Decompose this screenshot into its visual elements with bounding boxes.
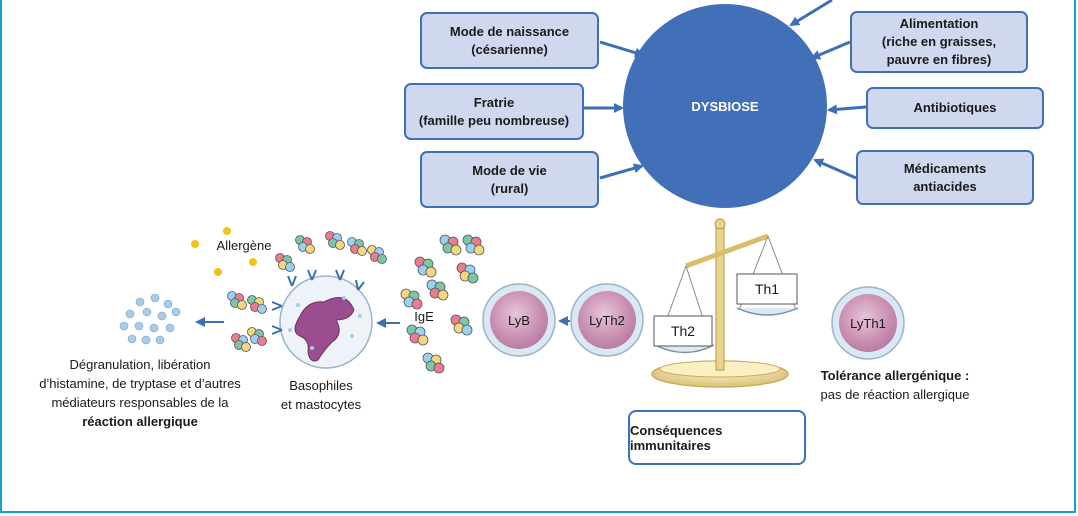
degranulation-line4: réaction allergique xyxy=(82,414,198,429)
lyb-label: LyB xyxy=(508,313,530,328)
factor-line1: Antibiotiques xyxy=(913,100,997,115)
lyth1-label: LyTh1 xyxy=(850,316,886,331)
degranulation-line3: médiateurs responsables de la xyxy=(51,395,229,410)
factor-fratrie: Fratrie (famille peu nombreuse) xyxy=(404,83,584,140)
factor-alimentation: Alimentation (riche en graisses, pauvre … xyxy=(850,11,1028,73)
lyth2-label: LyTh2 xyxy=(589,313,625,328)
basophiles-label: Basophiles et mastocytes xyxy=(256,376,386,414)
basophil-cell xyxy=(279,275,373,369)
factor-line2: (famille peu nombreuse) xyxy=(418,112,570,128)
arrow-naissance xyxy=(599,40,645,58)
factor-line1: Mode de naissance xyxy=(449,23,570,39)
factor-mode-de-vie: Mode de vie (rural) xyxy=(420,151,599,208)
th1-label: Th1 xyxy=(755,281,779,297)
factor-mode-de-naissance: Mode de naissance (césarienne) xyxy=(420,12,599,69)
basophiles-line1: Basophiles xyxy=(289,378,353,393)
th2-label: Th2 xyxy=(671,323,695,339)
factor-line1: Fratrie xyxy=(473,94,515,110)
factor-line2: antiacides xyxy=(913,178,977,194)
factor-line1: Mode de vie xyxy=(472,162,547,178)
degranulation-text: Dégranulation, libération d’histamine, d… xyxy=(10,355,270,431)
arrow-top-partial xyxy=(789,0,833,27)
allergen-label: Allergène xyxy=(216,238,272,253)
factor-antibiotiques: Antibiotiques xyxy=(866,87,1044,129)
factor-arrows xyxy=(584,0,867,180)
dysbiose-circle: DYSBIOSE xyxy=(623,4,827,208)
lymphocyte-cells xyxy=(482,283,905,360)
balance-scale-icon xyxy=(651,218,799,388)
factor-line3: pauvre en fibres) xyxy=(886,52,992,67)
degranulation-line2: d’histamine, de tryptase et d’autres xyxy=(39,376,241,391)
allergen-particles xyxy=(191,227,257,276)
factor-line1: Médicaments xyxy=(903,160,987,176)
consequences-box: Conséquences immunitaires xyxy=(628,410,806,465)
factor-line2: (césarienne) xyxy=(471,41,548,57)
arrow-mode-de-vie xyxy=(599,163,644,180)
receptor-ige xyxy=(227,231,387,352)
ige-antibodies xyxy=(400,234,485,374)
factor-line1: Alimentation xyxy=(899,16,979,31)
consequences-label: Conséquences immunitaires xyxy=(630,422,723,453)
tolerance-text: Tolérance allergénique : pas de réaction… xyxy=(800,366,990,404)
degranulation-line1: Dégranulation, libération xyxy=(69,357,211,372)
tolerance-title: Tolérance allergénique : xyxy=(820,368,970,383)
arrow-alimentation xyxy=(810,40,851,60)
factor-line2: (rural) xyxy=(490,180,529,196)
tolerance-desc: pas de réaction allergique xyxy=(820,387,970,402)
granules xyxy=(119,293,181,345)
ige-label: IgE xyxy=(414,309,434,324)
dysbiose-label: DYSBIOSE xyxy=(691,98,759,114)
factor-antiacides: Médicaments antiacides xyxy=(856,150,1034,205)
factor-line2: (riche en graisses, xyxy=(881,34,997,49)
arrow-antibiotiques xyxy=(827,104,867,115)
arrow-antiacides xyxy=(813,158,857,180)
basophiles-line2: et mastocytes xyxy=(280,397,362,412)
